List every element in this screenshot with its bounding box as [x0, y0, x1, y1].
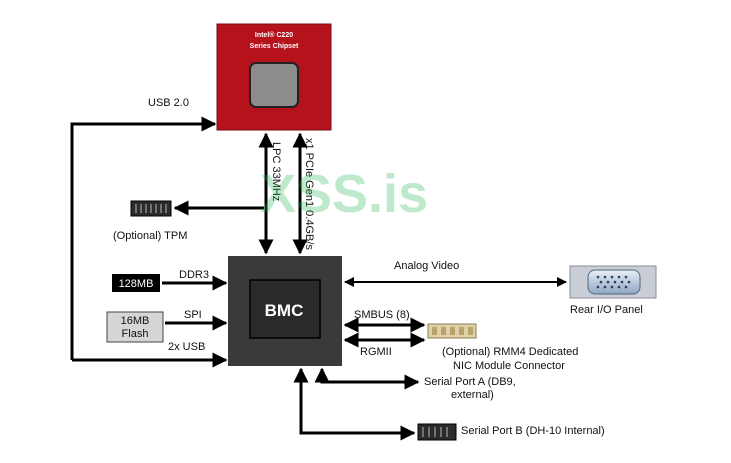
- lpc-label: LPC 33MHz: [270, 142, 282, 201]
- flash-component: 16MB Flash SPI: [106, 309, 228, 343]
- rear-io-component: Rear I/O Panel: [569, 265, 657, 316]
- memory-component: 128MB DDR3: [112, 269, 228, 292]
- rmm4-label-line1: (Optional) RMM4 Dedicated: [442, 346, 578, 358]
- rmm4-label-line2: NIC Module Connector: [453, 360, 565, 372]
- chipset-name-line2: Series Chipset: [250, 43, 299, 50]
- smbus-label: SMBUS (8): [354, 309, 410, 321]
- usb20-label: USB 2.0: [148, 97, 189, 109]
- rgmii-link: RGMII: [343, 332, 426, 358]
- analog-video-label: Analog Video: [394, 260, 459, 272]
- usb2x-label: 2x USB: [168, 341, 205, 353]
- chipset-block: Intel® C220 Series Chipset: [216, 23, 332, 131]
- flash-chip: [106, 311, 164, 343]
- chipset-die: [249, 62, 299, 108]
- spi-label: SPI: [184, 309, 202, 321]
- serial-a-link: Serial Port A (DB9, external): [314, 367, 516, 401]
- serial-b-link: Serial Port B (DH-10 Internal): [293, 367, 605, 441]
- ddr3-label: DDR3: [179, 269, 209, 281]
- flash-label-line1: 16MB: [121, 315, 150, 327]
- memory-label: 128MB: [119, 278, 154, 290]
- bmc-label: BMC: [265, 301, 304, 320]
- memory-chip: [112, 274, 160, 292]
- tpm-label: (Optional) TPM: [113, 230, 187, 242]
- bmc-inner-box: [249, 279, 321, 339]
- chipset-name-line1: Intel® C220: [255, 31, 293, 39]
- rear-io-label: Rear I/O Panel: [570, 304, 643, 316]
- serial-a-label-line2: external): [451, 389, 494, 401]
- serial-b-label: Serial Port B (DH-10 Internal): [461, 425, 605, 437]
- flash-label-line2: Flash: [122, 328, 149, 340]
- usb20-link: USB 2.0: [70, 97, 228, 368]
- tpm-component: (Optional) TPM: [113, 200, 264, 242]
- rmm4-component: (Optional) RMM4 Dedicated NIC Module Con…: [427, 323, 578, 372]
- analog-video-link: Analog Video: [344, 260, 567, 287]
- pcie-link: x1 PCIe Gen1 0.4GB/s: [292, 132, 315, 255]
- bmc-block: BMC: [228, 256, 342, 366]
- serial-b-header-icon: [417, 423, 457, 441]
- watermark: XSS.is: [260, 164, 428, 224]
- serial-a-label-line1: Serial Port A (DB9,: [424, 376, 516, 388]
- smbus-link: SMBUS (8): [343, 309, 426, 333]
- rgmii-label: RGMII: [360, 346, 392, 358]
- lpc-link: LPC 33MHz: [258, 132, 282, 255]
- pcie-label: x1 PCIe Gen1 0.4GB/s: [303, 138, 315, 250]
